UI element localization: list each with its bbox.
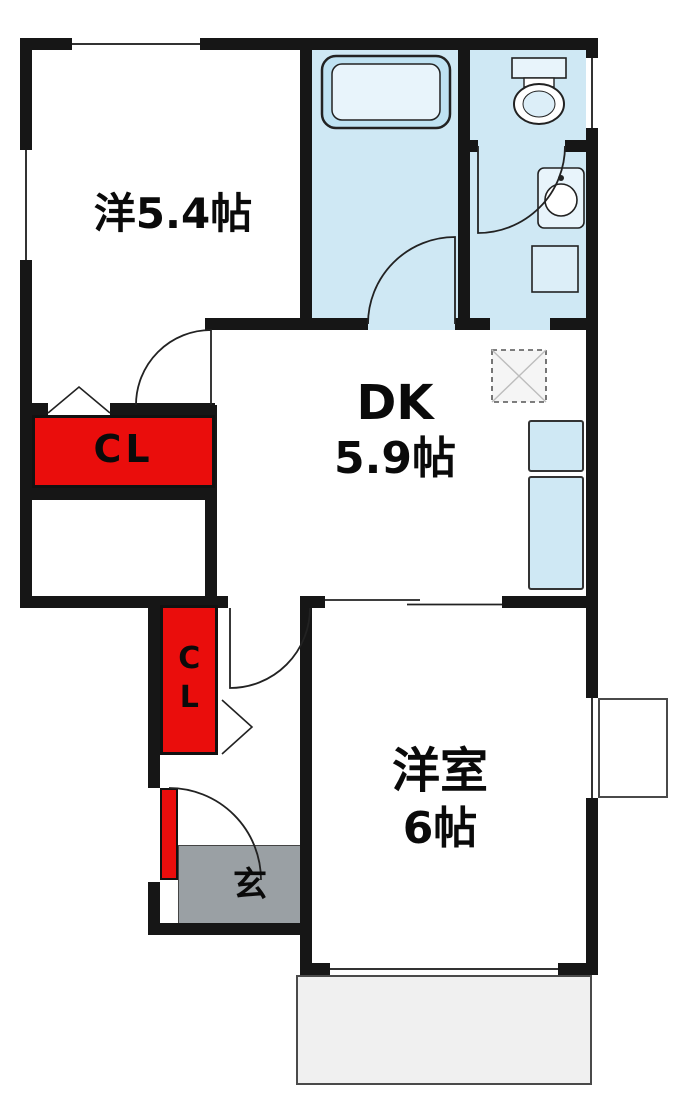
- window-bedroom2-right: [586, 698, 598, 798]
- wall-dk-top-c: [550, 318, 598, 330]
- wall-bedroom1-bottom-b: [110, 403, 215, 415]
- bedroom2-label: 洋室: [391, 743, 488, 799]
- wall-bedroom1-bathroom: [300, 38, 312, 330]
- wall-bedroom2-bottom-b: [558, 963, 598, 975]
- wall-toilet-bottom-b: [565, 140, 586, 152]
- hallway-door-arc: [229, 607, 311, 689]
- wall-genkan-bottom: [148, 923, 312, 935]
- wall-bathroom-toilet: [458, 38, 470, 330]
- closet2-label: CL: [171, 641, 207, 719]
- wall-left-upper: [20, 38, 32, 608]
- bedroom2-size-label: 6帖: [402, 803, 478, 854]
- kitchen-sink-counter: [528, 420, 584, 472]
- dk-size-label: 5.9帖: [334, 433, 456, 484]
- refrigerator-space-icon: [491, 349, 547, 403]
- wall-dk-top-a: [205, 318, 368, 330]
- window-bedroom2-balcony: [330, 963, 558, 975]
- window-bedroom1-top: [72, 38, 200, 50]
- wall-dk-bottom-c: [502, 596, 586, 608]
- closet1-box: [32, 415, 215, 488]
- genkan-label: 玄: [233, 865, 267, 905]
- sliding-door-dk-bedroom2: [325, 596, 502, 608]
- entry-opening: [148, 788, 160, 882]
- window-bedroom1-left: [20, 150, 32, 260]
- wall-bedroom1-bottom-a: [20, 403, 48, 415]
- balcony: [296, 975, 592, 1085]
- entry-door-leaf: [160, 788, 178, 880]
- dk-label: DK: [356, 375, 434, 431]
- wall-dk-bottom-b: [308, 596, 325, 608]
- closet1-bifold-door: [47, 385, 111, 414]
- window-shutter-box: [598, 698, 668, 798]
- wall-right: [586, 38, 598, 975]
- closet1-label: CL: [93, 427, 154, 471]
- washroom-floor: [470, 140, 586, 330]
- wall-bedroom2-left: [300, 596, 312, 975]
- bathroom-floor: [312, 50, 458, 330]
- bedroom1-door-arc: [135, 329, 212, 406]
- wall-bedroom2-bottom-a: [300, 963, 330, 975]
- toilet-room-floor: [470, 50, 586, 152]
- bedroom1-label: 洋5.4帖: [93, 189, 253, 238]
- window-toilet-right: [586, 58, 598, 128]
- wall-step: [20, 596, 160, 608]
- wall-toilet-bottom-a: [470, 140, 478, 152]
- closet2-bifold-door: [221, 699, 254, 755]
- kitchen-counter: [528, 476, 584, 590]
- wall-left-lower: [148, 596, 160, 935]
- closet2-box: [160, 605, 218, 755]
- wall-closet1-bottom: [20, 488, 215, 500]
